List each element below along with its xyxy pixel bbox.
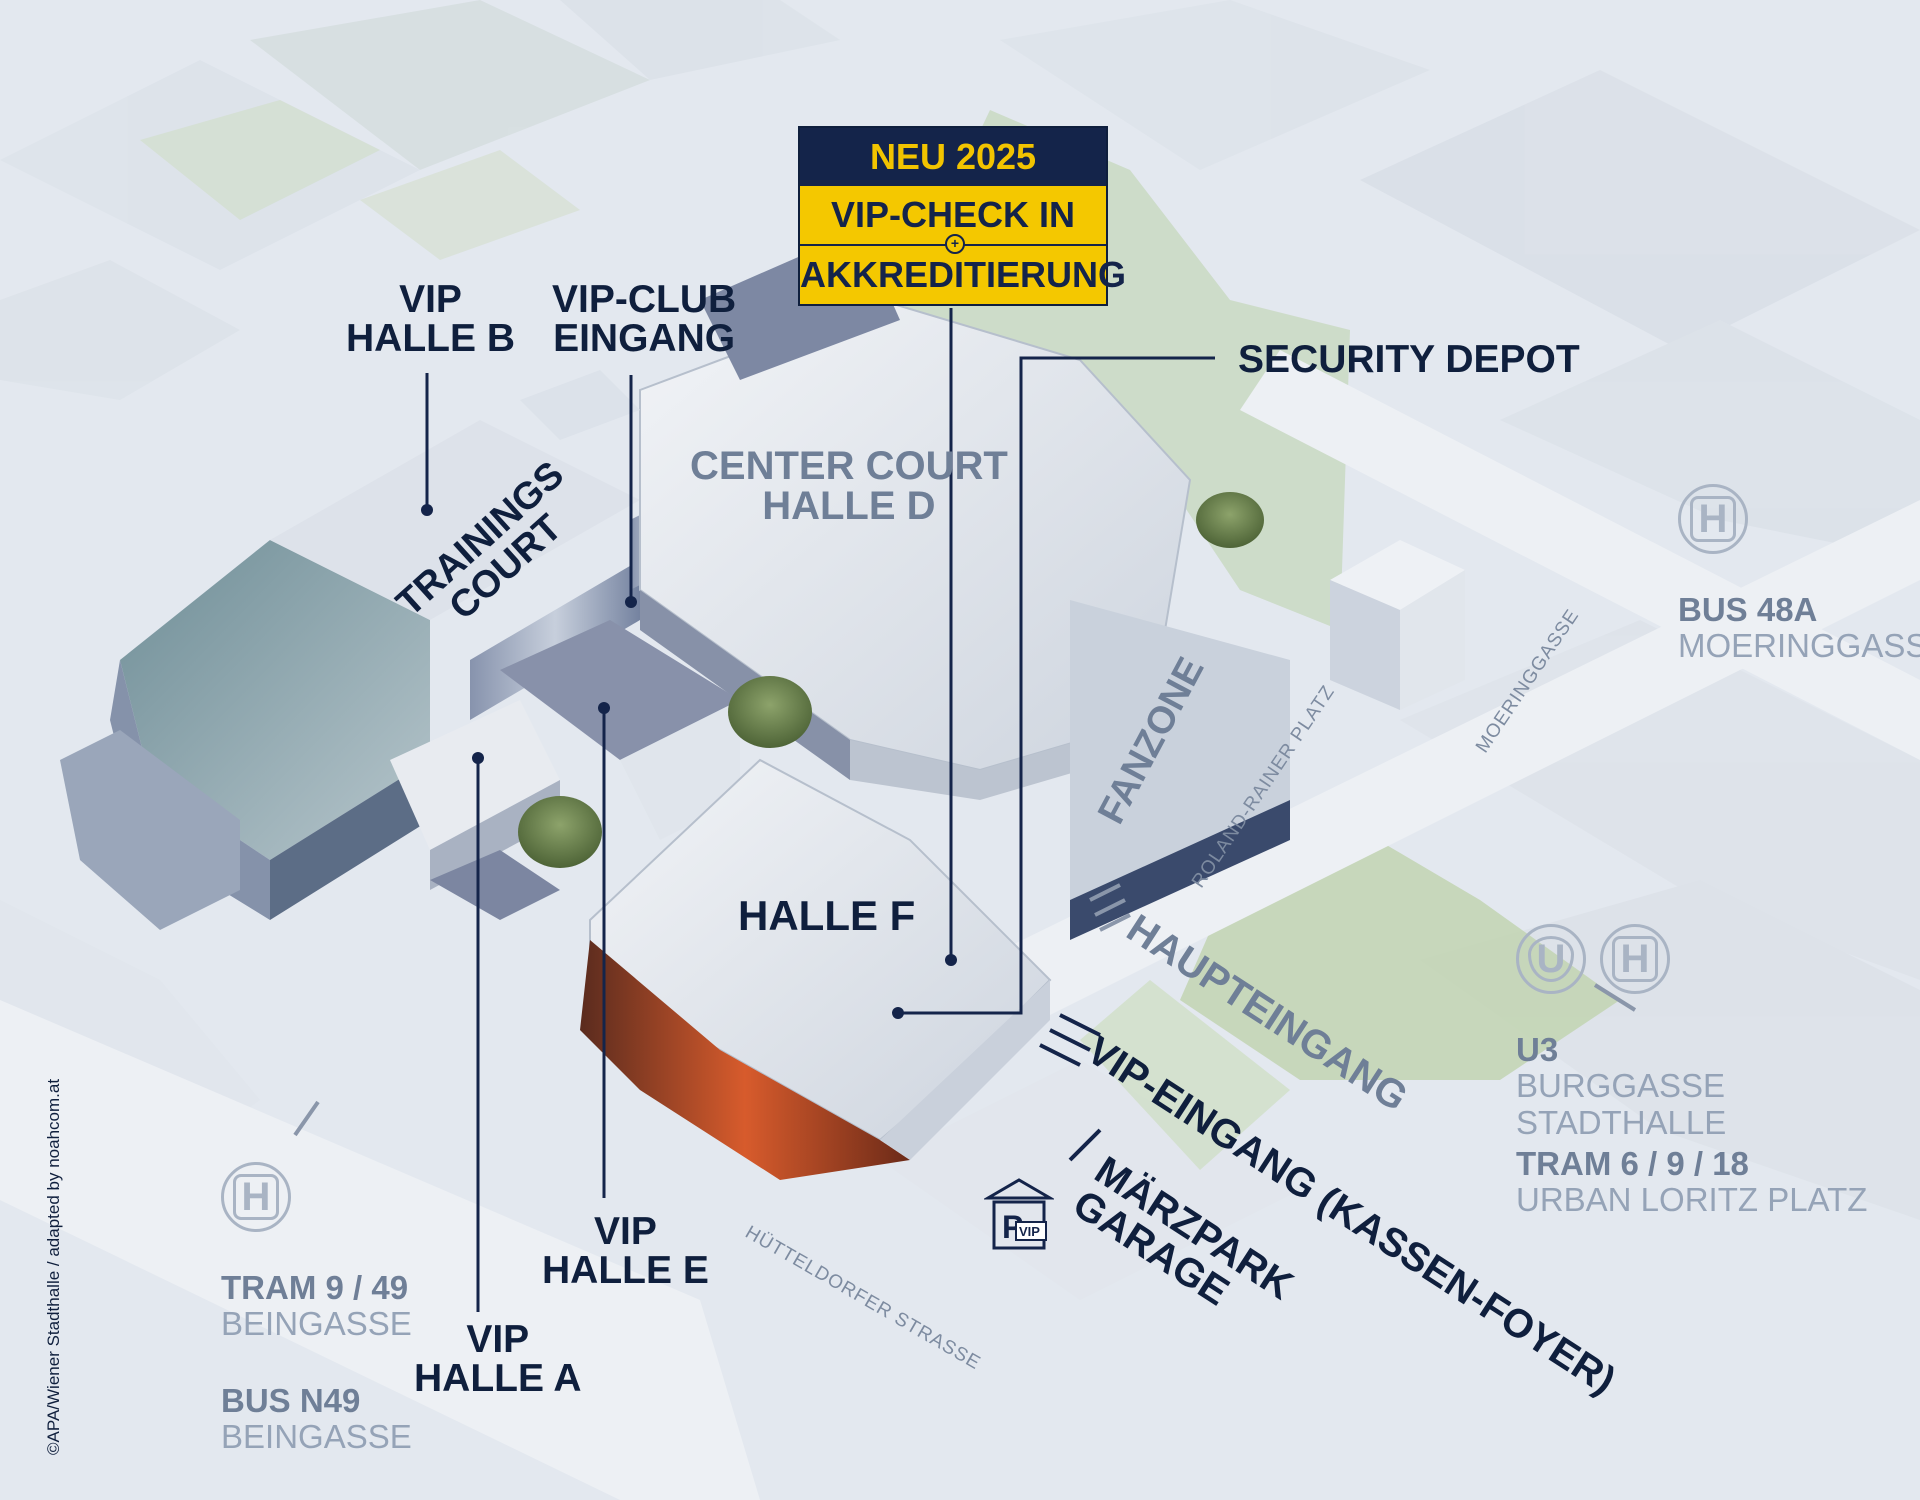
- roads: [0, 350, 1920, 1500]
- transit-u3: U3 BURGGASSE STADTHALLE: [1516, 1031, 1727, 1141]
- label-security-depot: SECURITY DEPOT: [1238, 338, 1580, 381]
- transit-bus-n49: BUS N49 BEINGASSE: [221, 1382, 412, 1456]
- vip-halle-blocks: [390, 620, 740, 920]
- leader-lines: [425, 308, 1215, 1312]
- transit-tram-9-49: TRAM 9 / 49 BEINGASSE: [221, 1269, 412, 1343]
- haupteingang-arrows: [1089, 883, 1131, 932]
- svg-text:VIP: VIP: [1019, 1224, 1040, 1239]
- parking-vip-icon: P VIP: [984, 1178, 1054, 1250]
- direction-arrows: [293, 983, 1637, 1137]
- halle-f-building: [580, 758, 1052, 1180]
- copyright: ©APA/Wiener Stadthalle / adapted by noah…: [44, 1078, 63, 1455]
- trees: [518, 492, 1264, 868]
- vip-checkin-badge: NEU 2025 VIP-CHECK IN + AKKREDITIERUNG: [798, 126, 1126, 306]
- badge-akkreditierung: AKKREDITIERUNG: [800, 246, 1126, 304]
- tram-stop-icon: H: [1600, 924, 1670, 994]
- leader-dots: [421, 504, 957, 1019]
- entrance-arrows: [1039, 1013, 1102, 1162]
- badge-year: NEU 2025: [800, 128, 1106, 186]
- tram-stop-icon: H: [221, 1162, 291, 1232]
- transit-bus-48a: BUS 48A MOERINGGASSE: [1678, 591, 1920, 665]
- badge-vip-checkin-label: VIP-CHECK IN: [830, 194, 1076, 235]
- transit-tram-6-9-18: TRAM 6 / 9 / 18 URBAN LORITZ PLATZ: [1516, 1145, 1868, 1219]
- label-halle-f: HALLE F: [738, 892, 916, 939]
- right-office-block: [1330, 540, 1465, 710]
- badge-vip-checkin: VIP-CHECK IN +: [800, 186, 1106, 254]
- trainings-building: [60, 420, 640, 930]
- subway-icon: U: [1516, 924, 1586, 994]
- bus-stop-icon: H: [1678, 484, 1748, 554]
- plus-icon: +: [945, 234, 965, 254]
